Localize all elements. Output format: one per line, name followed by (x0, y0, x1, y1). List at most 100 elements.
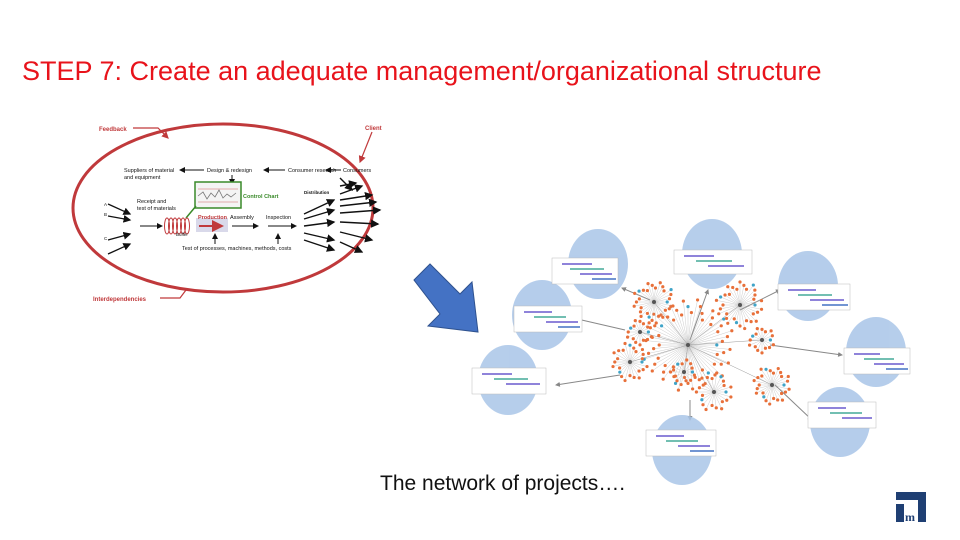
hub-cluster (642, 298, 734, 392)
network-node (653, 286, 658, 290)
design-label: Design & redesign (207, 168, 252, 174)
network-node (753, 288, 757, 292)
network-node (637, 297, 641, 301)
network-node (697, 386, 702, 390)
network-node (698, 305, 703, 309)
network-node (640, 357, 644, 361)
assembly-label: Assembly (230, 215, 254, 221)
network-node (726, 321, 730, 325)
network-node (718, 295, 723, 299)
hub-link (629, 344, 689, 363)
interdependencies-pointer (160, 289, 187, 299)
network-node (685, 358, 689, 362)
hub-node (652, 300, 656, 304)
network-node (661, 315, 665, 319)
network-node (656, 356, 660, 360)
network-node (690, 370, 695, 374)
network-node (753, 303, 757, 307)
network-node (715, 371, 719, 375)
network-node (760, 374, 764, 378)
network-node (785, 379, 790, 383)
network-node (679, 382, 683, 387)
network-node (621, 348, 625, 352)
network-node (667, 297, 672, 301)
input-b-label: B (104, 212, 107, 217)
input-arrow-2 (107, 215, 132, 223)
network-node (645, 288, 650, 293)
network-node (653, 324, 657, 328)
control-chart-line (197, 189, 237, 200)
network-node (625, 335, 630, 339)
network-node (719, 375, 723, 379)
network-node (730, 329, 734, 333)
network-node (700, 393, 705, 397)
network-node (755, 327, 759, 331)
network-node (663, 308, 667, 312)
inspection-label: Inspection (266, 215, 291, 221)
network-node (668, 370, 673, 374)
hub-node (738, 303, 742, 307)
network-node (690, 366, 694, 370)
network-node (650, 283, 654, 287)
network-node (691, 387, 695, 391)
network-node (768, 338, 773, 342)
network-node (700, 368, 705, 372)
network-node (623, 378, 627, 383)
network-node (767, 345, 772, 350)
network-node (637, 376, 641, 380)
network-node (749, 320, 753, 324)
network-node (612, 351, 616, 355)
network-node (646, 351, 651, 355)
network-node (659, 324, 664, 328)
network-node (700, 376, 704, 380)
network-node (671, 365, 676, 369)
network-node (751, 283, 755, 287)
down-right-arrow-icon (413, 263, 479, 333)
network-node (752, 378, 756, 383)
network-node (732, 317, 736, 321)
production-label: Production (198, 215, 228, 221)
svg-text:m: m (905, 510, 915, 524)
network-node (676, 388, 681, 392)
network-node (633, 291, 637, 296)
network-node (652, 347, 656, 351)
network-node (753, 345, 757, 349)
gantt-thumbnails (471, 249, 911, 457)
distribution-label: Distribution (304, 190, 329, 195)
network-node (638, 343, 642, 347)
network-node (686, 305, 690, 309)
network-node (720, 407, 724, 411)
network-node (693, 375, 697, 379)
network-node (756, 348, 760, 352)
network-node (631, 337, 635, 341)
network-node (738, 324, 742, 328)
network-node (657, 343, 661, 347)
network-node (649, 335, 653, 339)
network-node (669, 287, 673, 292)
input-arrow-4 (107, 243, 132, 255)
gantt-thumbnail (551, 257, 619, 285)
network-node (623, 341, 627, 346)
network-node (633, 319, 637, 323)
gantt-thumbnail (645, 429, 717, 457)
consumers-label: Consumers (343, 168, 371, 174)
network-node (641, 322, 646, 326)
network-node (618, 366, 622, 370)
network-node (646, 330, 651, 334)
network-node (756, 375, 760, 380)
network-node (787, 387, 791, 391)
hub-node (712, 390, 716, 394)
network-hubs (611, 280, 791, 412)
network-node (663, 363, 667, 368)
network-node (725, 398, 729, 402)
hub-node (686, 343, 690, 347)
network-node (639, 306, 643, 310)
network-node (662, 289, 666, 293)
network-node (786, 374, 790, 379)
input-arrow-1 (107, 203, 132, 215)
network-node (645, 311, 650, 316)
network-node (725, 335, 730, 339)
network-node (719, 324, 723, 328)
network-node (650, 369, 654, 373)
